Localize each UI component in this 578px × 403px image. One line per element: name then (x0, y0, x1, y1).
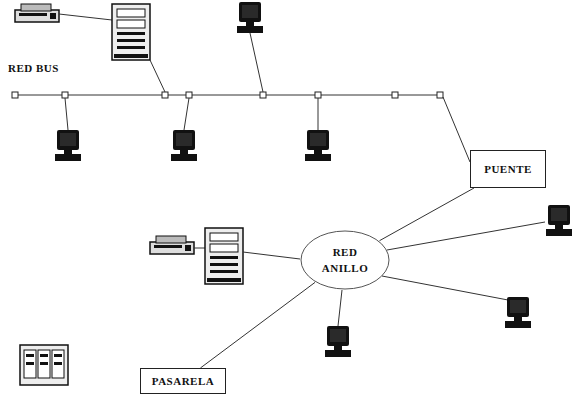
bridge-box: PUENTE (470, 150, 546, 188)
network-label: RED BUS (8, 62, 59, 74)
ring-outline (300, 230, 390, 290)
node-label: PASARELA (152, 373, 214, 390)
network-link (380, 188, 475, 241)
node-label: RED ANILLO (322, 244, 368, 277)
network-link (200, 282, 315, 368)
node-label: PUENTE (484, 161, 532, 178)
gateway-box: PASARELA (140, 368, 226, 394)
ring-network: RED ANILLO (300, 230, 390, 290)
